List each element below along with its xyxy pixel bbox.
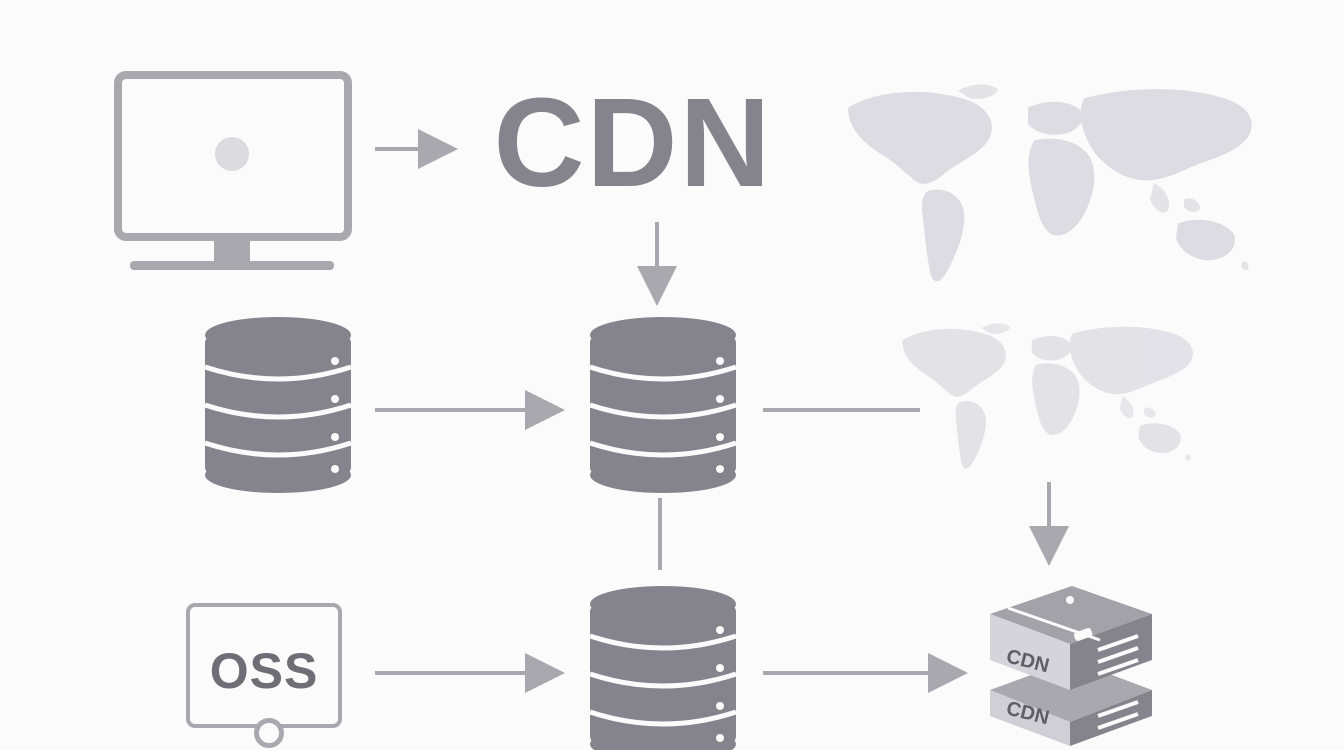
world-map-middle-icon <box>902 323 1193 469</box>
oss-label: OSS <box>209 643 319 699</box>
oss-storage-icon: OSS <box>186 603 342 748</box>
cdn-title: CDN <box>493 72 773 213</box>
world-map-top-icon <box>848 84 1252 282</box>
cdn-database-icon <box>590 317 736 493</box>
monitor-icon <box>114 71 352 270</box>
cdn-server-stack-icon: CDN CDN <box>990 586 1152 746</box>
oss-port-icon <box>254 718 284 748</box>
origin-database-icon <box>205 317 351 493</box>
edge-database-icon <box>590 586 736 750</box>
